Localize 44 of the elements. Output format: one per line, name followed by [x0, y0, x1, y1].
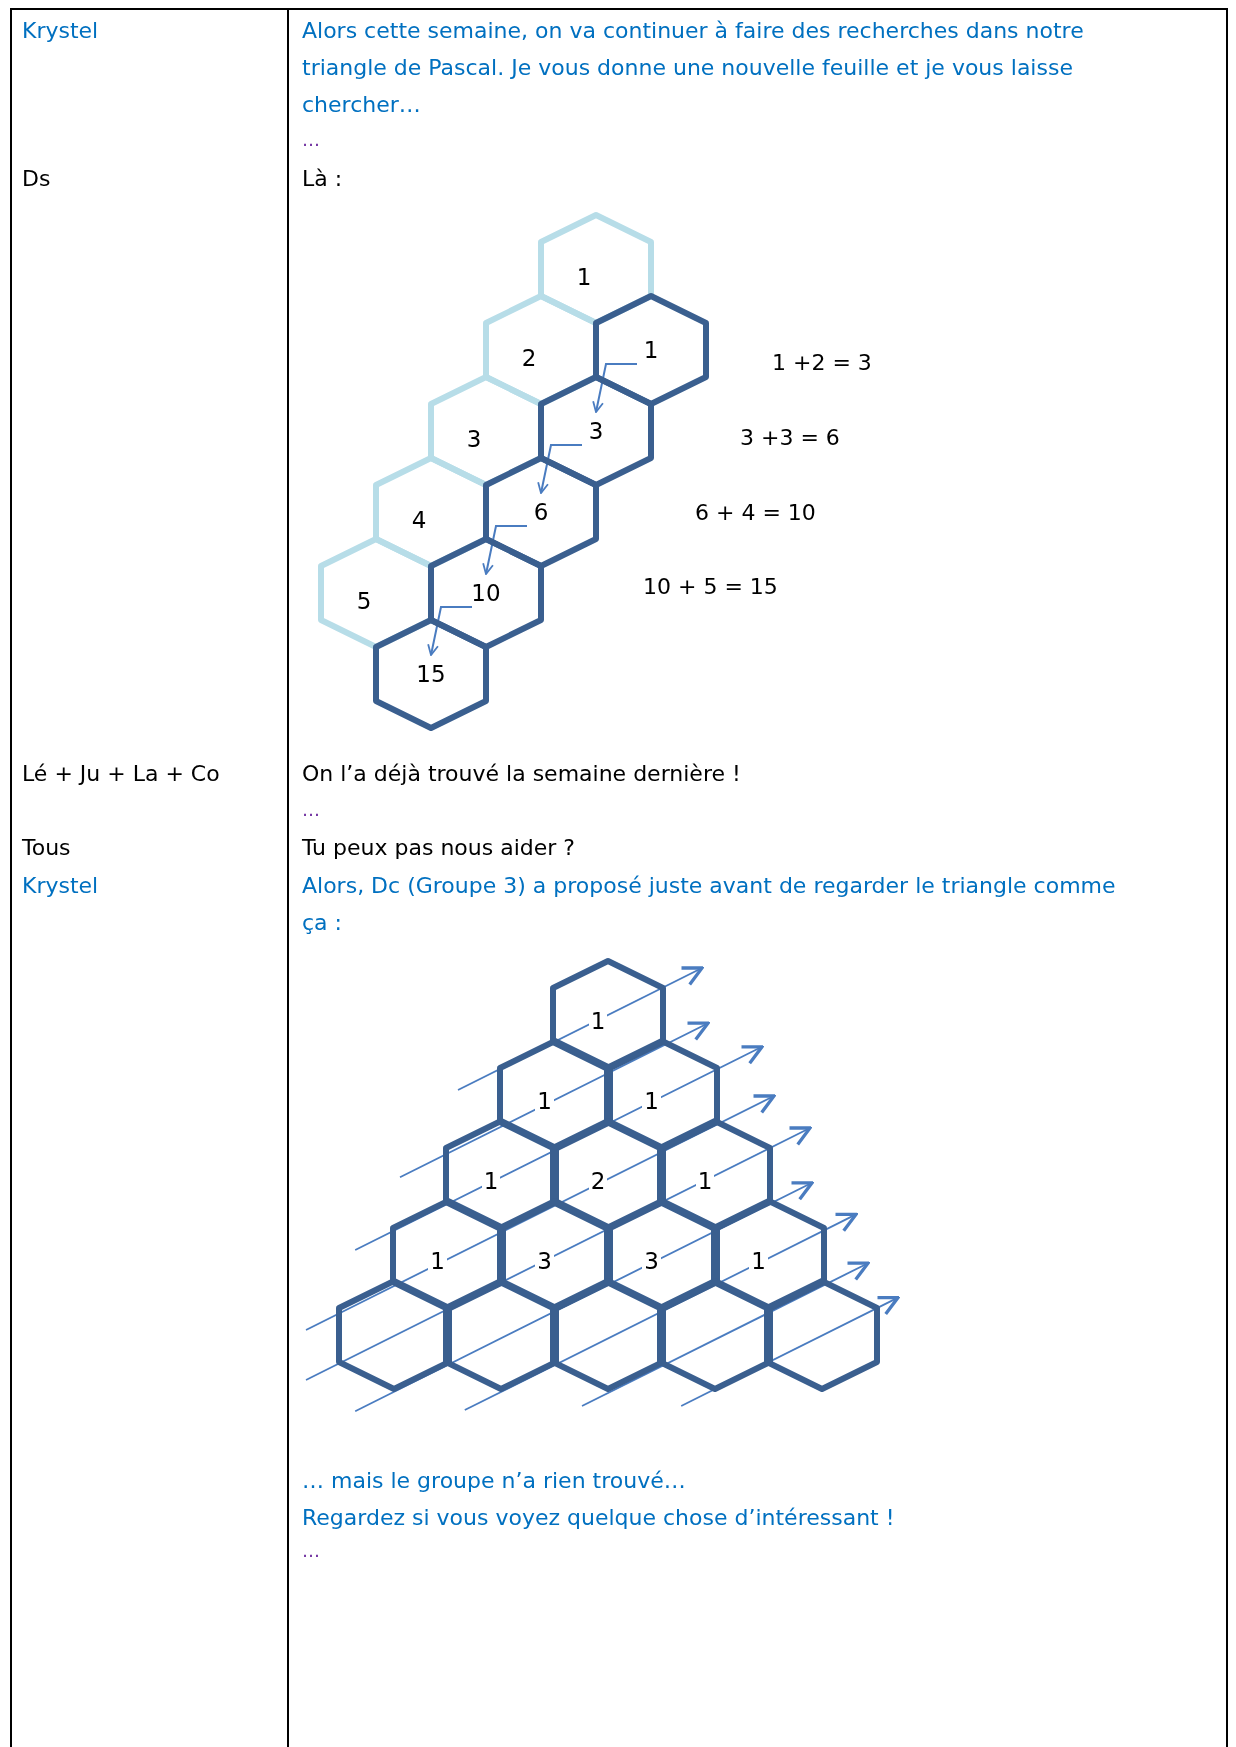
- hexagon-cell: 3: [499, 1201, 610, 1309]
- hexagon-cell: [660, 1281, 770, 1389]
- speaker-name: Tous: [22, 834, 71, 862]
- speech-text: Alors cette semaine, on va continuer à faire des recherches dans notre triangle de Pascal. Je vous donne une nouvelle feuille et je vous laisse chercher…: [302, 17, 1085, 119]
- hexagon-cell: 3: [541, 377, 651, 485]
- hexagon-cell: 15: [376, 620, 486, 728]
- arrow: [482, 525, 528, 575]
- equation: 1 +2 = 3: [772, 349, 872, 377]
- equation: 6 + 4 = 10: [695, 499, 816, 527]
- hexagon-cell: 2: [553, 1121, 663, 1229]
- speech-text: … mais le groupe n’a rien trouvé…: [302, 1467, 686, 1495]
- hexagon-cell: 1: [606, 1041, 717, 1149]
- speech-text: On l’a déjà trouvé la semaine dernière !: [302, 760, 741, 788]
- hexagon-cell: 1: [392, 1201, 503, 1309]
- speaker-name: Lé + Ju + La + Co: [22, 760, 220, 788]
- hexagon-cell: [339, 1281, 449, 1389]
- speech-text: Regardez si vous voyez quelque chose d’intéressant !: [302, 1504, 895, 1532]
- hexagon-cell: [446, 1281, 556, 1389]
- arrow: [537, 444, 583, 494]
- hexagon-cell: 3: [606, 1201, 717, 1309]
- hexagon-cell: 1: [499, 1041, 610, 1149]
- speech-text: Tu peux pas nous aider ?: [302, 834, 575, 862]
- ellipsis: …: [302, 128, 320, 152]
- hexagon-cell: 1: [713, 1201, 824, 1309]
- hexagon-cell: 6: [486, 458, 596, 566]
- equation: 10 + 5 = 15: [643, 573, 778, 601]
- hexagon-cell: [767, 1281, 877, 1389]
- speech-text: Là :: [302, 165, 343, 193]
- hexagon-cell: 10: [431, 539, 541, 647]
- speaker-name: Ds: [22, 165, 51, 193]
- hexagon-cell: 1: [553, 961, 663, 1069]
- ellipsis: …: [302, 1539, 320, 1563]
- arrow: [427, 606, 473, 656]
- hexagon-cell: 1: [660, 1121, 770, 1229]
- speech-text: Alors, Dc (Groupe 3) a proposé juste avant de regarder le triangle comme ça :: [302, 872, 1117, 937]
- speaker-name: Krystel: [22, 872, 99, 900]
- hexagon-cell: 5: [321, 539, 431, 647]
- hexagon-cell: 1: [446, 1121, 556, 1229]
- hexagon-cell: [553, 1281, 663, 1389]
- equation: 3 +3 = 6: [740, 424, 840, 452]
- arrow: [592, 363, 638, 413]
- ellipsis: …: [302, 798, 320, 822]
- hexagon-cell: 1: [596, 296, 706, 404]
- speaker-name: Krystel: [22, 17, 99, 45]
